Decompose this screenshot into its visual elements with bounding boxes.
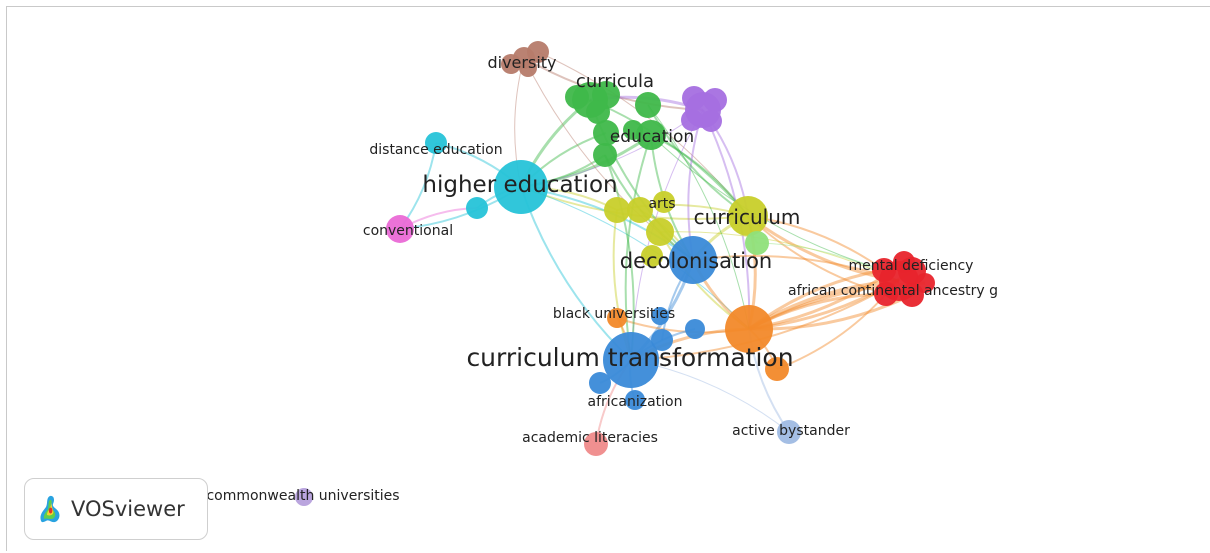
vosviewer-logo-text: VOSviewer bbox=[71, 497, 185, 521]
label-african-continental-ancestry[interactable]: african continental ancestry g bbox=[788, 283, 998, 299]
node-lightgreen[interactable] bbox=[745, 231, 769, 255]
node-cyan-small[interactable] bbox=[466, 197, 488, 219]
node-green-8[interactable] bbox=[623, 120, 643, 140]
label-diversity[interactable]: diversity bbox=[487, 53, 556, 72]
vosviewer-heatmap-icon bbox=[40, 495, 60, 523]
node-purple-5[interactable] bbox=[681, 109, 703, 131]
node-purple-3[interactable] bbox=[682, 86, 706, 110]
label-arts[interactable]: arts bbox=[648, 196, 675, 212]
node-yellow-3[interactable] bbox=[646, 218, 674, 246]
link-education-curriculum-transformation bbox=[624, 134, 652, 361]
link-orange-small-mental-5 bbox=[776, 293, 887, 370]
link-higher-education-orange-hub bbox=[520, 186, 750, 330]
node-mental-7[interactable] bbox=[915, 273, 935, 293]
label-commonwealth-universities[interactable]: commonwealth universities bbox=[206, 488, 399, 504]
node-green-7[interactable] bbox=[593, 143, 617, 167]
node-decolonisation[interactable] bbox=[669, 236, 717, 284]
node-yellow-4[interactable] bbox=[641, 245, 663, 267]
node-curricula-3[interactable] bbox=[565, 85, 589, 109]
link-yellow-3-mental-1 bbox=[659, 231, 900, 282]
node-distance-education[interactable] bbox=[425, 132, 447, 154]
node-diversity-2[interactable] bbox=[527, 41, 549, 63]
link-green-5-orange-hub bbox=[647, 104, 750, 330]
label-higher-education[interactable]: higher education bbox=[422, 172, 617, 198]
node-orange-small[interactable] bbox=[765, 357, 789, 381]
node-curriculum[interactable] bbox=[728, 196, 768, 236]
node-education[interactable] bbox=[636, 120, 666, 150]
node-curricula-4[interactable] bbox=[586, 100, 610, 124]
label-education[interactable]: education bbox=[610, 127, 694, 147]
label-black-universities[interactable]: black universities bbox=[553, 306, 675, 322]
node-blue-4[interactable] bbox=[589, 372, 611, 394]
label-curriculum[interactable]: curriculum bbox=[694, 205, 801, 229]
node-higher-education[interactable] bbox=[494, 160, 548, 214]
node-orange-hub[interactable] bbox=[725, 305, 773, 353]
node-africanization[interactable] bbox=[625, 390, 645, 410]
node-blue-2[interactable] bbox=[651, 329, 673, 351]
node-blue-1[interactable] bbox=[685, 319, 705, 339]
node-active-bystander[interactable] bbox=[777, 420, 801, 444]
label-academic-literacies[interactable]: academic literacies bbox=[522, 430, 658, 446]
node-diversity-3[interactable] bbox=[501, 54, 521, 74]
node-purple-4[interactable] bbox=[700, 110, 722, 132]
label-layer: higher education curriculum transformati… bbox=[206, 53, 998, 504]
node-academic-literacies[interactable] bbox=[584, 432, 608, 456]
label-decolonisation[interactable]: decolonisation bbox=[620, 249, 773, 273]
visualization-canvas[interactable] bbox=[6, 6, 1210, 551]
node-green-5[interactable] bbox=[635, 92, 661, 118]
label-curriculum-transformation[interactable]: curriculum transformation bbox=[466, 343, 793, 372]
node-conventional[interactable] bbox=[386, 215, 414, 243]
link-layer bbox=[399, 51, 926, 445]
label-mental-deficiency[interactable]: mental deficiency bbox=[849, 258, 974, 274]
node-layer bbox=[295, 41, 935, 506]
node-green-6[interactable] bbox=[593, 120, 619, 146]
node-purple-2[interactable] bbox=[703, 88, 727, 112]
node-diversity-4[interactable] bbox=[519, 59, 537, 77]
node-yellow-1[interactable] bbox=[604, 197, 630, 223]
label-active-bystander[interactable]: active bystander bbox=[732, 423, 850, 439]
node-blue-3[interactable] bbox=[651, 307, 669, 325]
node-black-universities[interactable] bbox=[607, 308, 627, 328]
label-distance-education[interactable]: distance education bbox=[369, 142, 502, 158]
label-africanization[interactable]: africanization bbox=[588, 394, 683, 410]
node-yellow-2[interactable] bbox=[627, 197, 653, 223]
label-conventional[interactable]: conventional bbox=[363, 223, 453, 239]
node-arts[interactable] bbox=[653, 191, 675, 213]
label-curricula[interactable]: curricula bbox=[576, 71, 654, 92]
node-commonwealth-universities[interactable] bbox=[295, 488, 313, 506]
node-curriculum-transformation[interactable] bbox=[603, 332, 659, 388]
node-mental-5[interactable] bbox=[874, 282, 898, 306]
link-curricula-1-curriculum bbox=[589, 99, 749, 217]
node-mental-3[interactable] bbox=[872, 258, 896, 282]
node-mental-6[interactable] bbox=[893, 251, 915, 273]
vosviewer-logo: VOSviewer bbox=[24, 478, 208, 540]
